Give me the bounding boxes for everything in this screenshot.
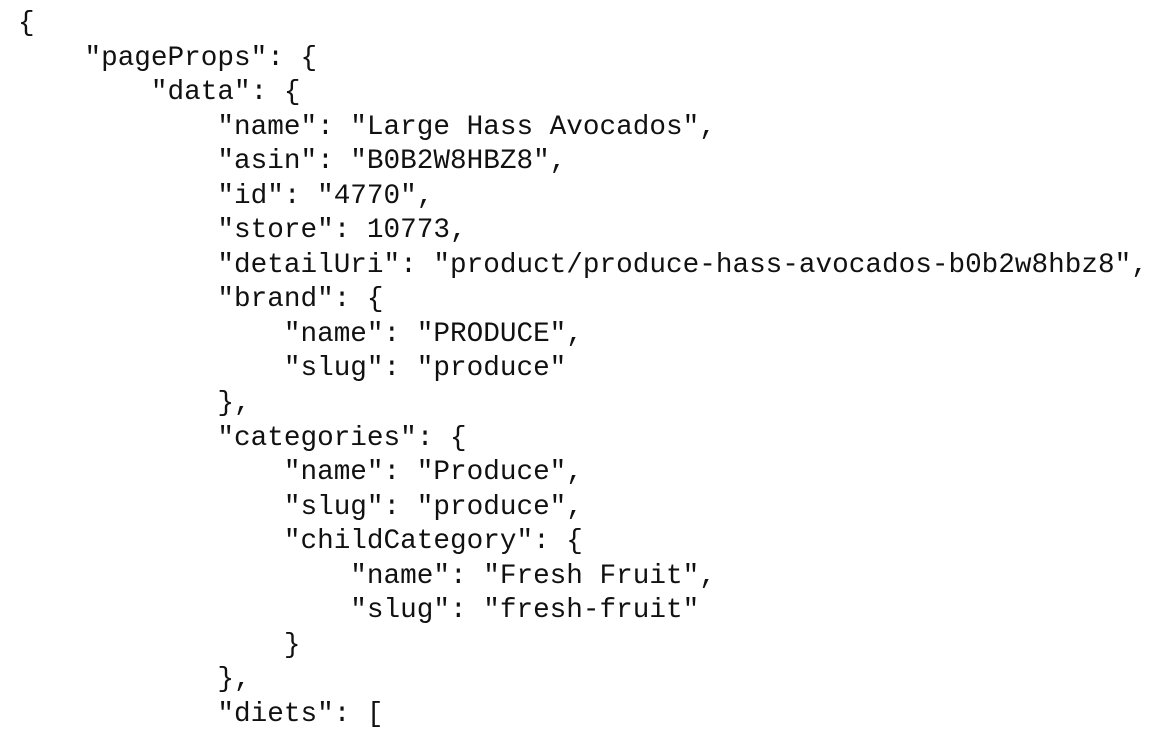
code-line: "pageProps": { (18, 42, 318, 74)
code-line: "name": "Produce", (18, 457, 583, 489)
code-line: }, (18, 664, 251, 696)
code-line: "name": "Fresh Fruit", (18, 560, 716, 592)
code-line: "detailUri": "product/produce-hass-avoca… (18, 249, 1148, 281)
code-line: "id": "4770", (18, 180, 434, 212)
code-line: "slug": "produce", (18, 491, 583, 523)
code-line: "slug": "produce" (18, 353, 567, 385)
code-line: "name": "Large Hass Avocados", (18, 111, 716, 143)
json-document: { "pageProps": { "data": { "name": "Larg… (18, 7, 1148, 732)
code-line: "slug": "fresh-fruit" (18, 595, 700, 627)
code-line: "diets": [ (18, 698, 384, 730)
code-line: "categories": { (18, 422, 467, 454)
code-line: "childCategory": { (18, 526, 583, 558)
code-line: "asin": "B0B2W8HBZ8", (18, 146, 567, 178)
code-line: "store": 10773, (18, 215, 467, 247)
code-line: } (18, 629, 301, 661)
code-line: }, (18, 388, 251, 420)
code-line: "name": "PRODUCE", (18, 318, 583, 350)
code-line: "brand": { (18, 284, 384, 316)
code-line: { (18, 8, 35, 39)
code-line: "data": { (18, 77, 301, 109)
